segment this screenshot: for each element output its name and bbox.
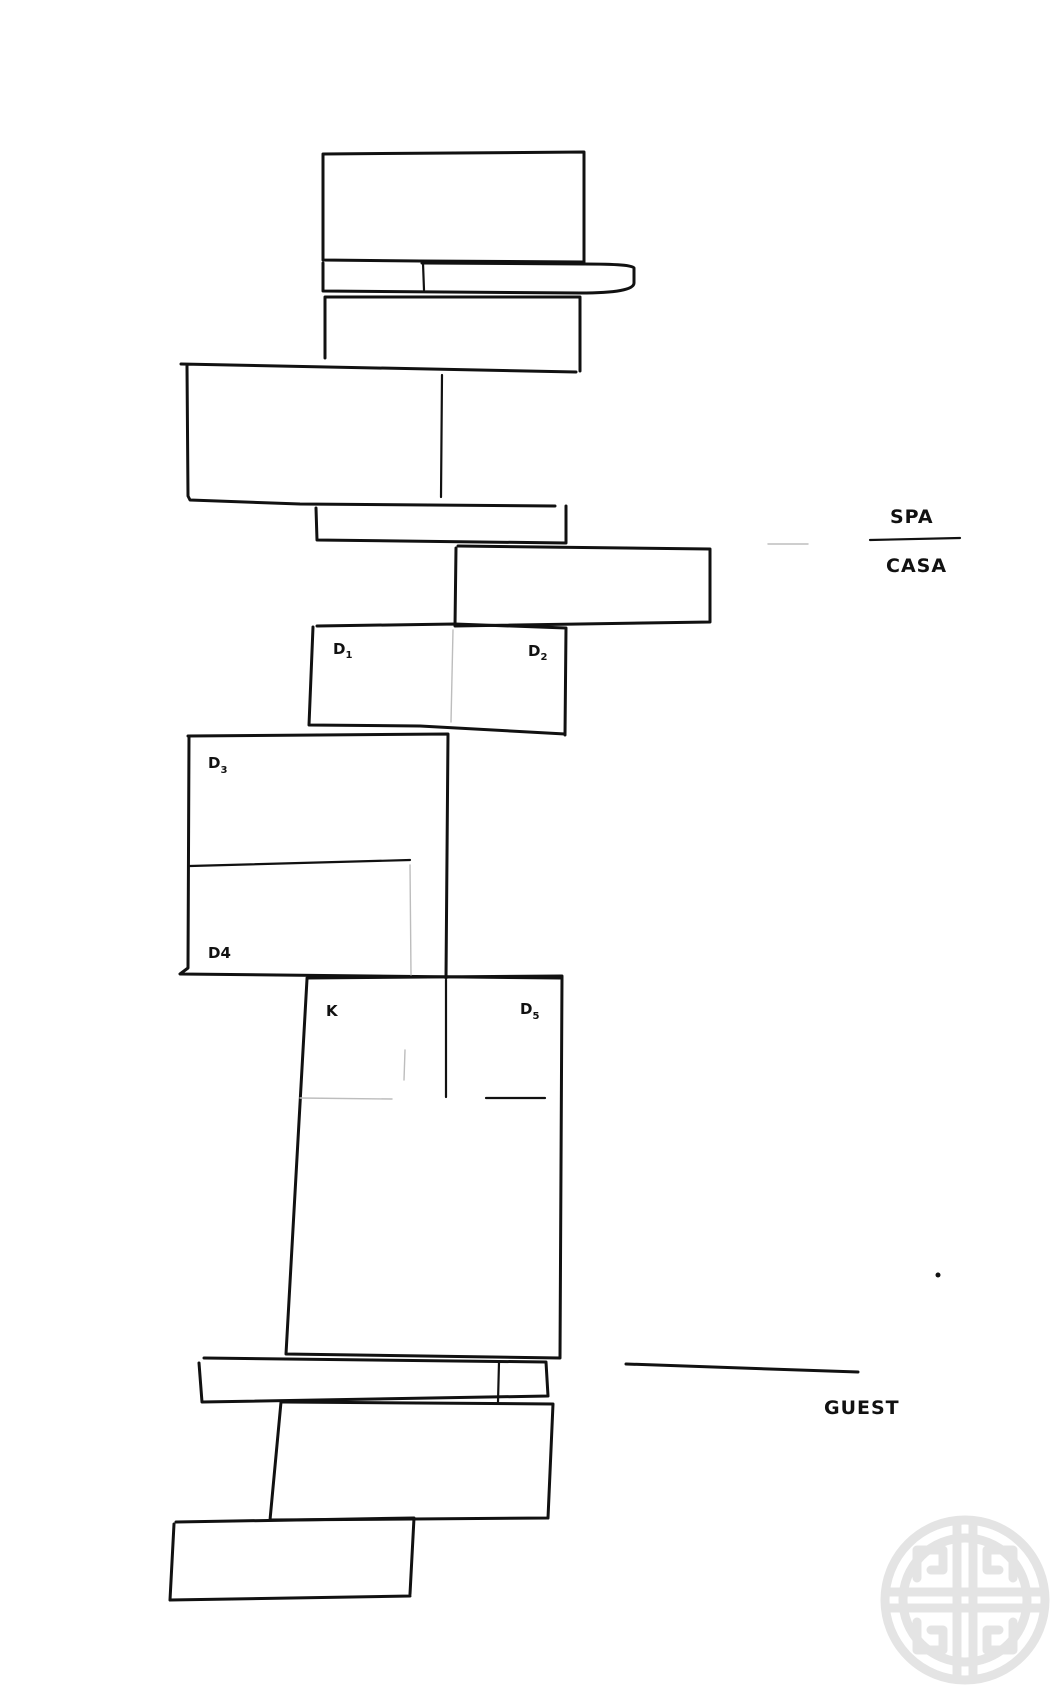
label-d5: D5	[520, 1000, 539, 1022]
label-d3: D3	[208, 754, 227, 776]
block-bar-1	[321, 261, 636, 295]
ink-dot	[935, 1272, 941, 1278]
shou-longevity-symbol-icon	[880, 1515, 1050, 1685]
label-guest: GUEST	[824, 1397, 900, 1419]
block-d1-d2	[307, 622, 568, 737]
spa-casa-divider	[767, 536, 962, 545]
block-bar-3	[197, 1356, 550, 1404]
block-2	[323, 295, 582, 373]
label-d1: D1	[333, 640, 352, 661]
block-4	[453, 544, 712, 628]
label-spa: SPA	[890, 506, 934, 528]
guest-divider	[624, 1362, 860, 1374]
label-k: K	[326, 1002, 339, 1020]
block-d3-d4	[178, 732, 562, 980]
label-d2: D2	[528, 642, 547, 663]
block-5	[268, 1400, 555, 1522]
block-bar-2	[314, 504, 568, 545]
block-bottom	[168, 1516, 416, 1602]
block-3	[179, 362, 578, 508]
block-top	[321, 150, 586, 266]
label-d4: D4	[208, 944, 231, 962]
block-k-d5	[284, 974, 564, 1360]
label-casa: CASA	[886, 555, 947, 577]
